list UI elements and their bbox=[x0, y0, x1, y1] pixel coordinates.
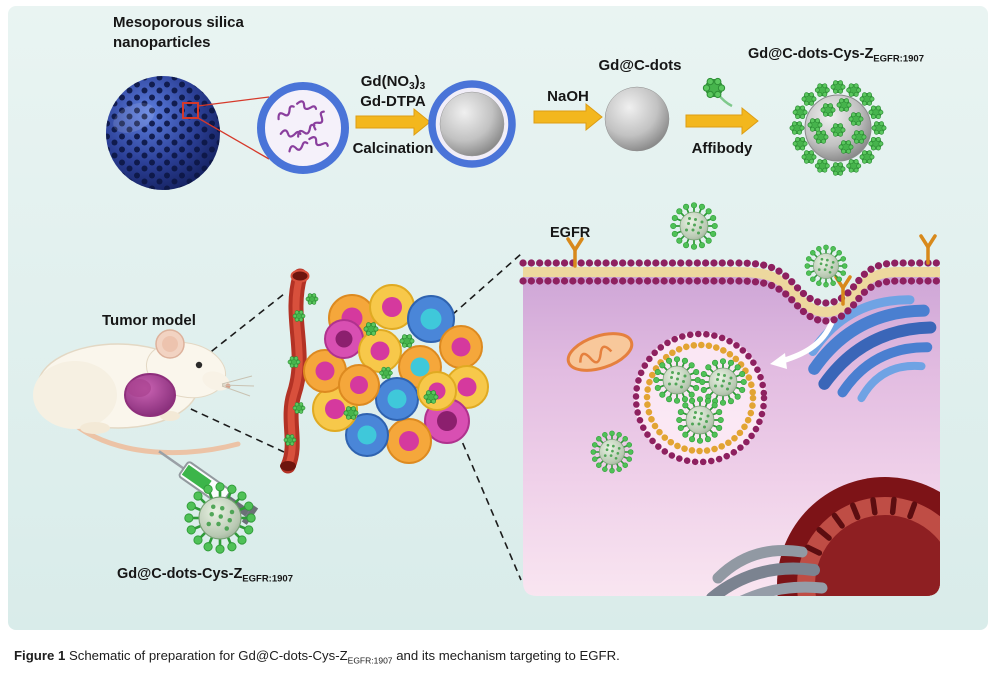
internalization-arrow bbox=[770, 319, 835, 369]
mouse-whiskers bbox=[221, 375, 255, 397]
tumor-cell bbox=[445, 365, 489, 409]
affibody-label: Affibody bbox=[692, 140, 753, 157]
blood-vessel bbox=[280, 268, 319, 474]
mesoporous-silica-sphere bbox=[106, 76, 220, 190]
nanoparticle-extracellular bbox=[671, 203, 718, 250]
tumor-cell bbox=[439, 325, 483, 369]
dashed-leader-lines bbox=[173, 253, 522, 581]
tumor bbox=[124, 373, 176, 417]
tumor-cell bbox=[375, 377, 419, 421]
syringe-fluid bbox=[181, 464, 212, 491]
silica-template-zoom-circle bbox=[257, 82, 349, 174]
zoom-callout-lines bbox=[197, 96, 270, 160]
gdcdots-label: Gd@C-dots bbox=[599, 57, 682, 74]
calcined-sphere bbox=[428, 80, 516, 168]
tumor-cell bbox=[345, 413, 389, 457]
calcination-arrow bbox=[355, 107, 431, 137]
zoom-red-square bbox=[182, 102, 199, 119]
organelle-lamellae bbox=[706, 544, 828, 596]
nucleus-and-organelles bbox=[706, 477, 940, 596]
affibody-arrow bbox=[685, 106, 759, 136]
caption-text-a: Schematic of preparation for Gd@C-dots-C… bbox=[65, 648, 348, 663]
tumor-model-label: Tumor model bbox=[102, 312, 196, 329]
nanoparticle-cytoplasm bbox=[591, 431, 633, 473]
mitochondria bbox=[566, 332, 634, 372]
injection-label: Gd@C-dots-Cys-ZEGFR:1907 bbox=[117, 566, 293, 585]
nanoparticle-endocytosis bbox=[805, 245, 847, 287]
mesoporous-silica-label-line1: Mesoporous silica bbox=[113, 14, 245, 31]
egfr-label: EGFR bbox=[550, 225, 591, 241]
tumor-cell bbox=[338, 364, 380, 406]
endosome-vesicle bbox=[632, 330, 768, 466]
endosome-nanoparticle bbox=[654, 357, 701, 404]
reagent-label-gdno3: Gd(NO3)3 bbox=[361, 73, 426, 92]
figure-svg: Mesoporous silica nanoparticles Gd(NO3)3… bbox=[8, 6, 988, 630]
tumor-cell bbox=[386, 418, 432, 464]
cell-membrane bbox=[519, 259, 944, 325]
caption-subscript: EGFR:1907 bbox=[347, 655, 393, 666]
calcination-label: Calcination bbox=[353, 140, 434, 157]
tumor-cell bbox=[417, 371, 457, 411]
tumor-cell bbox=[407, 295, 455, 343]
caption-text-b: and its mechanism targeting to EGFR. bbox=[392, 648, 620, 663]
figure-panel: Mesoporous silica nanoparticles Gd(NO3)3… bbox=[8, 6, 988, 630]
caption-figure-number: Figure 1 bbox=[14, 648, 66, 663]
reagent-label-gddtpa: Gd-DTPA bbox=[360, 93, 426, 110]
naoh-label: NaOH bbox=[547, 88, 589, 105]
tumor-cell-cluster bbox=[303, 284, 489, 464]
mesoporous-silica-label-line2: nanoparticles bbox=[113, 34, 211, 51]
mouse-eye bbox=[195, 361, 203, 369]
tumor-cell bbox=[324, 319, 364, 359]
nucleus bbox=[777, 477, 940, 596]
product-nanoparticle bbox=[789, 80, 887, 176]
figure-caption: Figure 1 Schematic of preparation for Gd… bbox=[14, 648, 982, 666]
endosome-nanoparticle bbox=[677, 397, 724, 444]
product-label: Gd@C-dots-Cys-ZEGFR:1907 bbox=[748, 46, 924, 65]
gdcdots-sphere bbox=[604, 86, 670, 152]
injected-nanoparticle bbox=[185, 483, 256, 554]
affibody-icon bbox=[702, 77, 733, 108]
tumor-cell bbox=[369, 284, 415, 330]
mouse bbox=[33, 329, 255, 456]
tumor-cell bbox=[303, 349, 347, 393]
naoh-arrow bbox=[533, 102, 603, 132]
